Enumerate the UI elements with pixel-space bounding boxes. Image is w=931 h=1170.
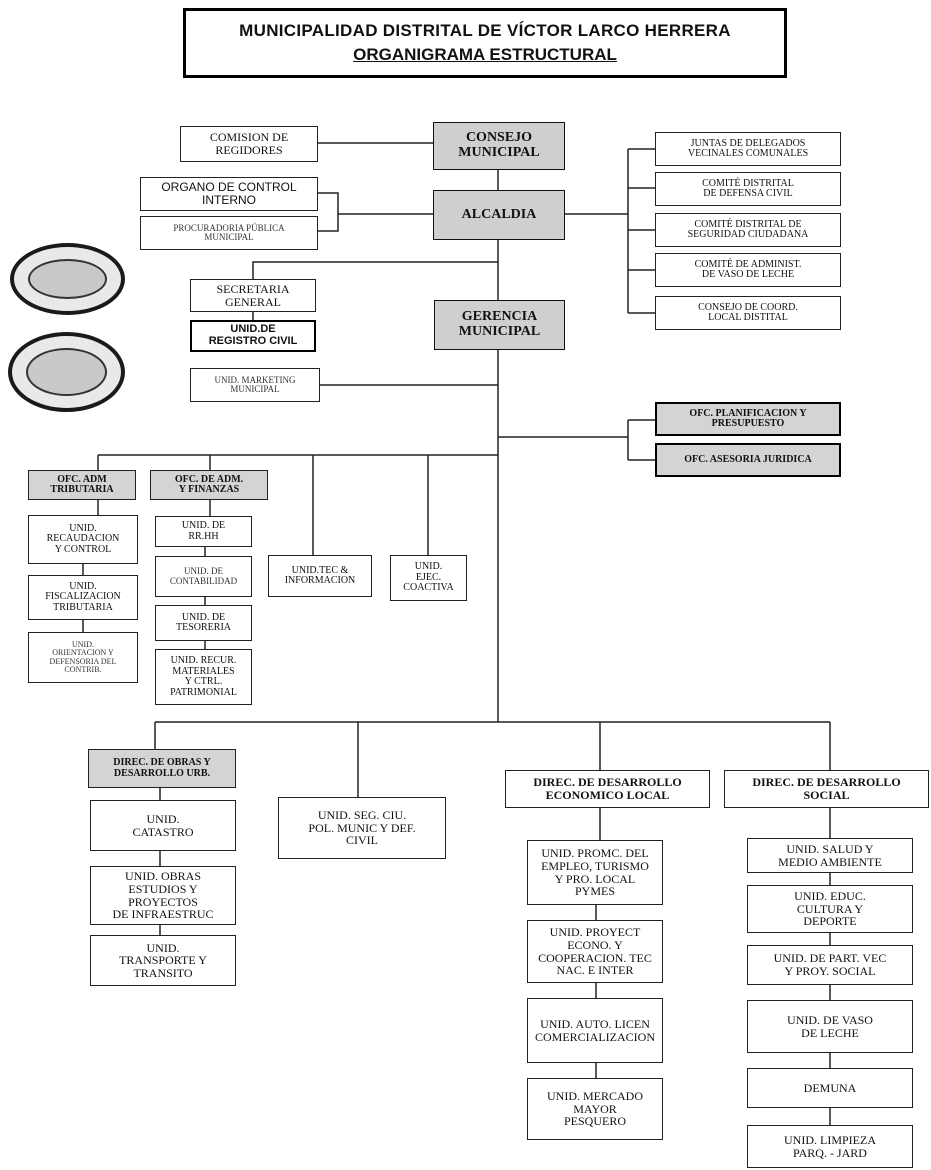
unit-asesoria-juridica: OFC. ASESORIA JURIDICA <box>655 443 841 477</box>
unit-juntas-delegados: JUNTAS DE DELEGADOS VECINALES COMUNALES <box>655 132 841 166</box>
unit-rrhh: UNID. DE RR.HH <box>155 516 252 547</box>
municipal-stamp-1 <box>10 243 125 315</box>
unit-fiscalizacion: UNID. FISCALIZACION TRIBUTARIA <box>28 575 138 620</box>
unit-planificacion: OFC. PLANIFICACION Y PRESUPUESTO <box>655 402 841 436</box>
municipal-stamp-2 <box>8 332 125 412</box>
unit-direc-obras: DIREC. DE OBRAS Y DESARROLLO URB. <box>88 749 236 788</box>
unit-consejo-coord: CONSEJO DE COORD. LOCAL DISTITAL <box>655 296 841 330</box>
unit-licencias: UNID. AUTO. LICEN COMERCIALIZACION <box>527 998 663 1063</box>
unit-organo-control: ORGANO DE CONTROL INTERNO <box>140 177 318 211</box>
unit-recursos-materiales: UNID. RECUR. MATERIALES Y CTRL. PATRIMON… <box>155 649 252 705</box>
unit-proyectos-economicos: UNID. PROYECT ECONO. Y COOPERACION. TEC … <box>527 920 663 983</box>
unit-tec-informacion: UNID.TEC & INFORMACION <box>268 555 372 597</box>
unit-ejec-coactiva: UNID. EJEC. COACTIVA <box>390 555 467 601</box>
unit-marketing: UNID. MARKETING MUNICIPAL <box>190 368 320 402</box>
unit-direc-economico: DIREC. DE DESARROLLO ECONOMICO LOCAL <box>505 770 710 808</box>
org-subtitle: ORGANIGRAMA ESTRUCTURAL <box>353 45 617 64</box>
unit-orientacion: UNID. ORIENTACION Y DEFENSORIA DEL CONTR… <box>28 632 138 683</box>
header-title-box: MUNICIPALIDAD DISTRITAL DE VÍCTOR LARCO … <box>183 8 787 78</box>
unit-gerencia-municipal: GERENCIA MUNICIPAL <box>434 300 565 350</box>
unit-salud-ambiente: UNID. SALUD Y MEDIO AMBIENTE <box>747 838 913 873</box>
unit-promocion-empleo: UNID. PROMC. DEL EMPLEO, TURISMO Y PRO. … <box>527 840 663 905</box>
unit-contabilidad: UNID. DE CONTABILIDAD <box>155 556 252 597</box>
unit-recaudacion: UNID. RECAUDACION Y CONTROL <box>28 515 138 564</box>
unit-obras-estudios: UNID. OBRAS ESTUDIOS Y PROYECTOS DE INFR… <box>90 866 236 925</box>
unit-consejo-municipal: CONSEJO MUNICIPAL <box>433 122 565 170</box>
unit-seg-ciudadana: UNID. SEG. CIU. POL. MUNIC Y DEF. CIVIL <box>278 797 446 859</box>
unit-comite-seguridad: COMITÉ DISTRITAL DE SEGURIDAD CIUDADANA <box>655 213 841 247</box>
unit-tesoreria: UNID. DE TESORERIA <box>155 605 252 641</box>
unit-secretaria-general: SECRETARIA GENERAL <box>190 279 316 312</box>
unit-catastro: UNID. CATASTRO <box>90 800 236 851</box>
unit-educacion-cultura: UNID. EDUC. CULTURA Y DEPORTE <box>747 885 913 933</box>
unit-comite-vaso-leche: COMITÉ DE ADMINIST. DE VASO DE LECHE <box>655 253 841 287</box>
unit-vaso-leche: UNID. DE VASO DE LECHE <box>747 1000 913 1053</box>
org-title: MUNICIPALIDAD DISTRITAL DE VÍCTOR LARCO … <box>239 21 731 40</box>
unit-alcaldia: ALCALDIA <box>433 190 565 240</box>
unit-comision-regidores: COMISION DE REGIDORES <box>180 126 318 162</box>
unit-ofc-adm-finanzas: OFC. DE ADM. Y FINANZAS <box>150 470 268 500</box>
unit-participacion-vecinal: UNID. DE PART. VEC Y PROY. SOCIAL <box>747 945 913 985</box>
unit-registro-civil: UNID.DE REGISTRO CIVIL <box>190 320 316 352</box>
unit-ofc-adm-tributaria: OFC. ADM TRIBUTARIA <box>28 470 136 500</box>
unit-demuna: DEMUNA <box>747 1068 913 1108</box>
unit-procuraduria: PROCURADORIA PÚBLICA MUNICIPAL <box>140 216 318 250</box>
unit-direc-social: DIREC. DE DESARROLLO SOCIAL <box>724 770 929 808</box>
unit-mercado-mayor: UNID. MERCADO MAYOR PESQUERO <box>527 1078 663 1140</box>
unit-transporte: UNID. TRANSPORTE Y TRANSITO <box>90 935 236 986</box>
unit-comite-defensa-civil: COMITÉ DISTRITAL DE DEFENSA CIVIL <box>655 172 841 206</box>
unit-limpieza-parques: UNID. LIMPIEZA PARQ. - JARD <box>747 1125 913 1168</box>
